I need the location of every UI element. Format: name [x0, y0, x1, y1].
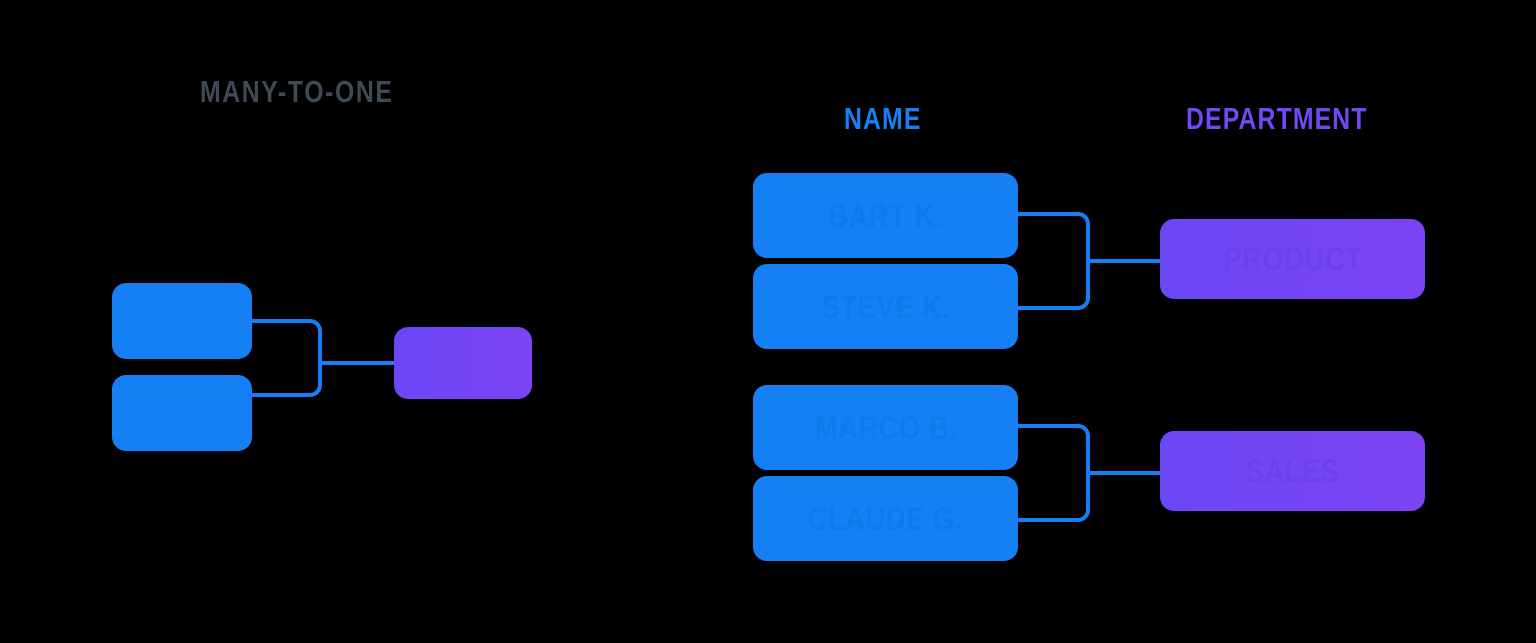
- name-node-marco-b[interactable]: MARCO B.: [753, 385, 1018, 470]
- legend-one-node[interactable]: [394, 327, 532, 399]
- column-header-name: NAME: [844, 101, 922, 136]
- name-node-steve-k[interactable]: STEVE K.: [753, 264, 1018, 349]
- column-header-department: DEPARTMENT: [1186, 101, 1368, 136]
- name-node-bart-k[interactable]: BART K.: [753, 173, 1018, 258]
- legend-connector-lead: [320, 361, 396, 365]
- department-node-sales-label: SALES: [1245, 453, 1340, 489]
- legend-many-node-1[interactable]: [112, 283, 252, 359]
- department-node-product[interactable]: PRODUCT: [1160, 219, 1425, 299]
- name-node-bart-k-label: BART K.: [828, 197, 943, 234]
- name-node-claude-g[interactable]: CLAUDE G.: [753, 476, 1018, 561]
- department-node-product-label: PRODUCT: [1222, 241, 1363, 277]
- legend-connector-bracket: [252, 319, 322, 397]
- name-node-claude-g-label: CLAUDE G.: [807, 500, 964, 537]
- department-node-sales[interactable]: SALES: [1160, 431, 1425, 511]
- group-2-connector-lead: [1088, 471, 1162, 475]
- name-node-steve-k-label: STEVE K.: [821, 288, 950, 325]
- legend-many-node-2[interactable]: [112, 375, 252, 451]
- group-2-connector-bracket: [1018, 424, 1090, 522]
- name-node-marco-b-label: MARCO B.: [814, 409, 957, 446]
- legend-title: MANY-TO-ONE: [200, 74, 394, 109]
- group-1-connector-lead: [1088, 259, 1162, 263]
- group-1-connector-bracket: [1018, 212, 1090, 310]
